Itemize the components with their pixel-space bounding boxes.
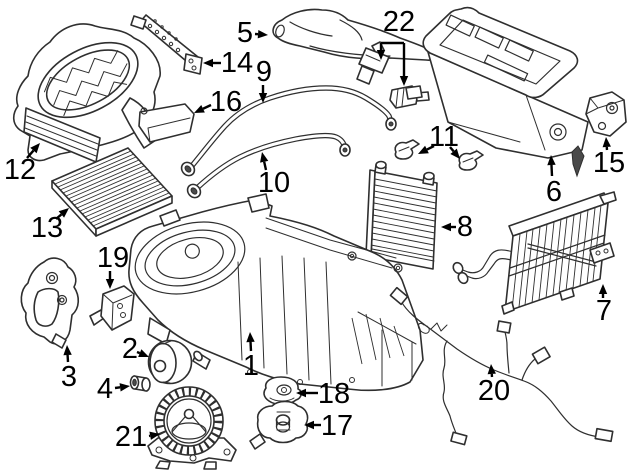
callout-label-2: 2 [122,333,138,365]
callout-label-16: 16 [210,86,242,118]
part-1-main-hvac-housing [128,193,424,392]
callout-13-cabin-air-filter: 13 [31,208,69,244]
callout-14-bracket-strip: 14 [203,47,253,79]
callout-label-8: 8 [457,211,473,243]
callout-label-7: 7 [596,295,612,327]
part-20-wiring-harness [389,286,614,446]
part-3-side-bracket [20,257,80,349]
part-8-heater-core [365,160,438,270]
callout-label-14: 14 [221,47,253,79]
callout-label-13: 13 [31,212,63,244]
callout-label-21: 21 [115,421,147,453]
callout-10-hose-lower: 10 [258,152,290,199]
callout-label-12: 12 [4,154,36,186]
callout-label-15: 15 [593,147,625,179]
part-5-air-inlet-duct [272,8,438,61]
callout-12-air-inlet-housing: 12 [4,143,40,186]
callout-6-upper-case: 6 [546,155,562,208]
part-17-actuator-motor [249,400,309,450]
callout-label-4: 4 [97,373,113,405]
callout-label-10: 10 [258,167,290,199]
part-14-bracket-strip [130,14,203,75]
callout-1-main-hvac-housing: 1 [243,332,259,382]
callout-18-grommet: 18 [296,378,350,410]
callout-20-wiring-harness: 20 [478,364,510,407]
part-12-air-inlet-housing [12,23,161,163]
callout-8-heater-core: 8 [441,211,473,243]
callout-5-air-inlet-duct: 5 [237,17,268,49]
callout-22-sensors: 22 [376,6,415,86]
callout-label-1: 1 [243,350,259,382]
callout-label-19: 19 [97,242,129,274]
part-6-upper-case [405,6,589,178]
part-19-actuator-left [89,285,135,331]
callout-label-9: 9 [256,56,272,88]
part-16-bracket-plate [138,103,195,143]
part-15-actuator-right [585,91,627,137]
callout-16-bracket-plate: 16 [194,86,242,118]
part-13-cabin-air-filter [51,147,173,237]
callout-label-20: 20 [478,375,510,407]
callout-label-6: 6 [546,176,562,208]
callout-4-bushing: 4 [97,373,130,405]
callout-21-blower-motor: 21 [115,421,160,453]
callout-label-3: 3 [61,361,77,393]
callout-label-18: 18 [318,378,350,410]
callout-19-actuator-left: 19 [97,242,129,289]
callout-label-17: 17 [321,410,353,442]
part-11-retainer-clips [394,139,484,171]
part-21-blower-motor [147,386,237,470]
part-2-damper-disc [147,339,193,385]
part-10-hose-lower [186,132,351,199]
callout-15-actuator-right: 15 [593,137,625,179]
callout-7-evaporator-core: 7 [596,284,612,327]
callout-11-retainer-clips: 11 [418,121,460,159]
part-7-evaporator-core [452,191,617,315]
part-9-hose-upper [180,85,397,177]
callout-9-hose-upper: 9 [256,56,272,103]
part-4-bushing [129,375,151,392]
callout-label-5: 5 [237,17,253,49]
callout-label-22: 22 [383,6,415,38]
callout-2-damper-disc: 2 [122,333,149,365]
callout-17-actuator-motor: 17 [304,410,353,442]
callout-label-11: 11 [429,121,459,153]
part-18-grommet [263,376,302,406]
callout-3-side-bracket: 3 [61,345,77,393]
